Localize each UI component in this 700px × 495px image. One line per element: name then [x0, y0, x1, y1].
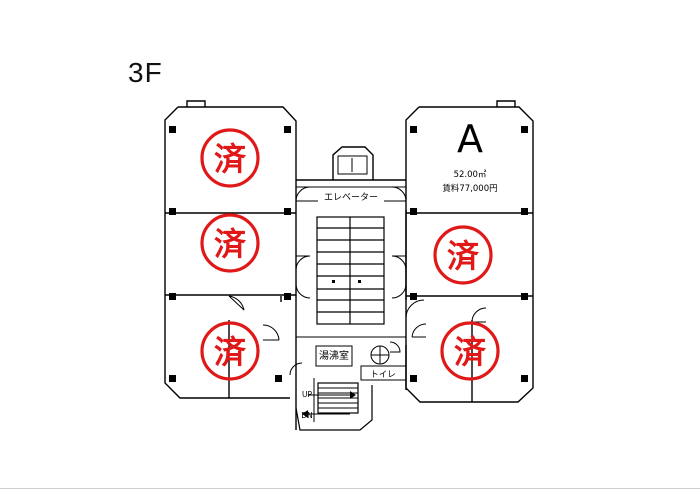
stamp-right-middle: 済 [433, 225, 493, 285]
stamp-right-bottom: 済 [440, 321, 500, 381]
column-marker [169, 126, 176, 133]
elevator-label: エレベーター [324, 192, 378, 203]
column-marker [410, 375, 417, 382]
column-marker [284, 126, 291, 133]
stairs-down-label: DN [301, 411, 312, 420]
kitchen-label: 湯沸室 [319, 349, 349, 362]
elevator [332, 146, 374, 180]
kitchen-room [315, 345, 353, 367]
stamp-left-middle: 済 [200, 213, 260, 273]
column-marker [410, 293, 417, 300]
column-marker [275, 375, 282, 382]
column-marker [521, 126, 528, 133]
column-marker [521, 375, 528, 382]
column-marker [169, 375, 176, 382]
right-tower [405, 100, 534, 403]
toilet-label: トイレ [370, 370, 396, 380]
stamp-char: 済 [214, 333, 247, 371]
unit-a[interactable]: A 52.00㎡ 賃料77,000円 [442, 117, 497, 194]
left-tower [164, 100, 297, 399]
escalator-grid [316, 216, 385, 325]
toilet-room [360, 341, 407, 381]
stamp-char: 済 [454, 333, 487, 371]
unit-a-area: 52.00㎡ [454, 170, 487, 180]
column-marker [169, 208, 176, 215]
stamp-char: 済 [214, 225, 247, 263]
stamp-left-bottom: 済 [200, 321, 260, 381]
column-marker [521, 293, 528, 300]
column-marker [521, 208, 528, 215]
column-marker [410, 208, 417, 215]
column-marker [410, 126, 417, 133]
stamp-left-top: 済 [200, 128, 260, 188]
bottom-divider [0, 488, 700, 489]
floor-label: 3F [128, 57, 163, 88]
column-marker [284, 208, 291, 215]
unit-a-letter: A [457, 117, 483, 161]
stamp-char: 済 [214, 140, 247, 178]
stairs [295, 378, 373, 431]
column-marker [169, 293, 176, 300]
stairs-up-label: UP [302, 390, 312, 399]
central-core [289, 146, 407, 431]
column-marker [284, 293, 291, 300]
stamp-char: 済 [447, 237, 480, 275]
unit-a-rent: 賃料77,000円 [442, 183, 497, 194]
